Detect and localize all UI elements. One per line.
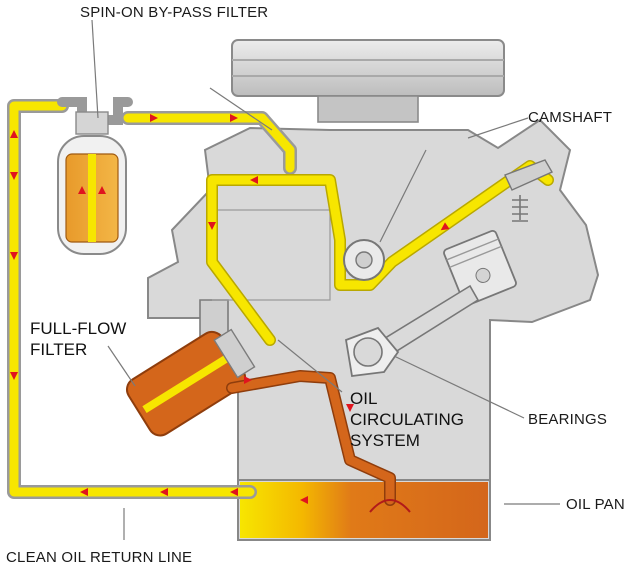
clean-oil-return-line [7,99,257,499]
main-oil-passage [206,160,554,346]
label-full-flow-filter-1: FULL-FLOW [30,319,126,338]
label-full-flow-filter-2: FILTER [30,340,87,359]
upper-oil-gallery [121,111,297,175]
label-camshaft: CAMSHAFT [528,109,612,126]
flow-arrow [98,186,106,194]
crank-pulley [231,39,505,123]
full-flow-filter [125,328,256,437]
flow-arrow [150,114,158,122]
flow-arrow [346,404,354,412]
flow-arrow [300,496,308,504]
bypass-filter [57,97,133,255]
flow-arrow [78,186,86,194]
flow-arrows [10,114,450,504]
flow-arrow [208,222,216,230]
leader-lines [91,19,560,540]
camshaft [343,239,385,281]
label-bypass-filter: SPIN-ON BY-PASS FILTER [80,4,268,21]
flow-arrow [10,372,18,380]
flow-arrow [160,488,168,496]
label-oil-circulating-2: CIRCULATING [350,410,464,429]
flow-arrow [230,114,238,122]
label-return-line: CLEAN OIL RETURN LINE [6,549,192,566]
rocker-arm [504,159,553,222]
oil-pan [237,479,491,541]
flow-arrow [230,488,238,496]
crankshaft-bearing [344,326,400,378]
flow-arrow [250,176,258,184]
label-oil-pan: OIL PAN [566,496,625,513]
flow-arrow [10,172,18,180]
flow-arrow [244,376,252,384]
piston [443,230,517,306]
oil-pickup-line [226,370,411,513]
flow-arrow [10,130,18,138]
label-oil-circulating-3: SYSTEM [350,431,420,450]
flow-arrow [10,252,18,260]
label-oil-circulating-1: OIL [350,389,377,408]
flow-arrow [80,488,88,496]
label-bearings: BEARINGS [528,411,607,428]
flow-arrow [440,222,450,231]
